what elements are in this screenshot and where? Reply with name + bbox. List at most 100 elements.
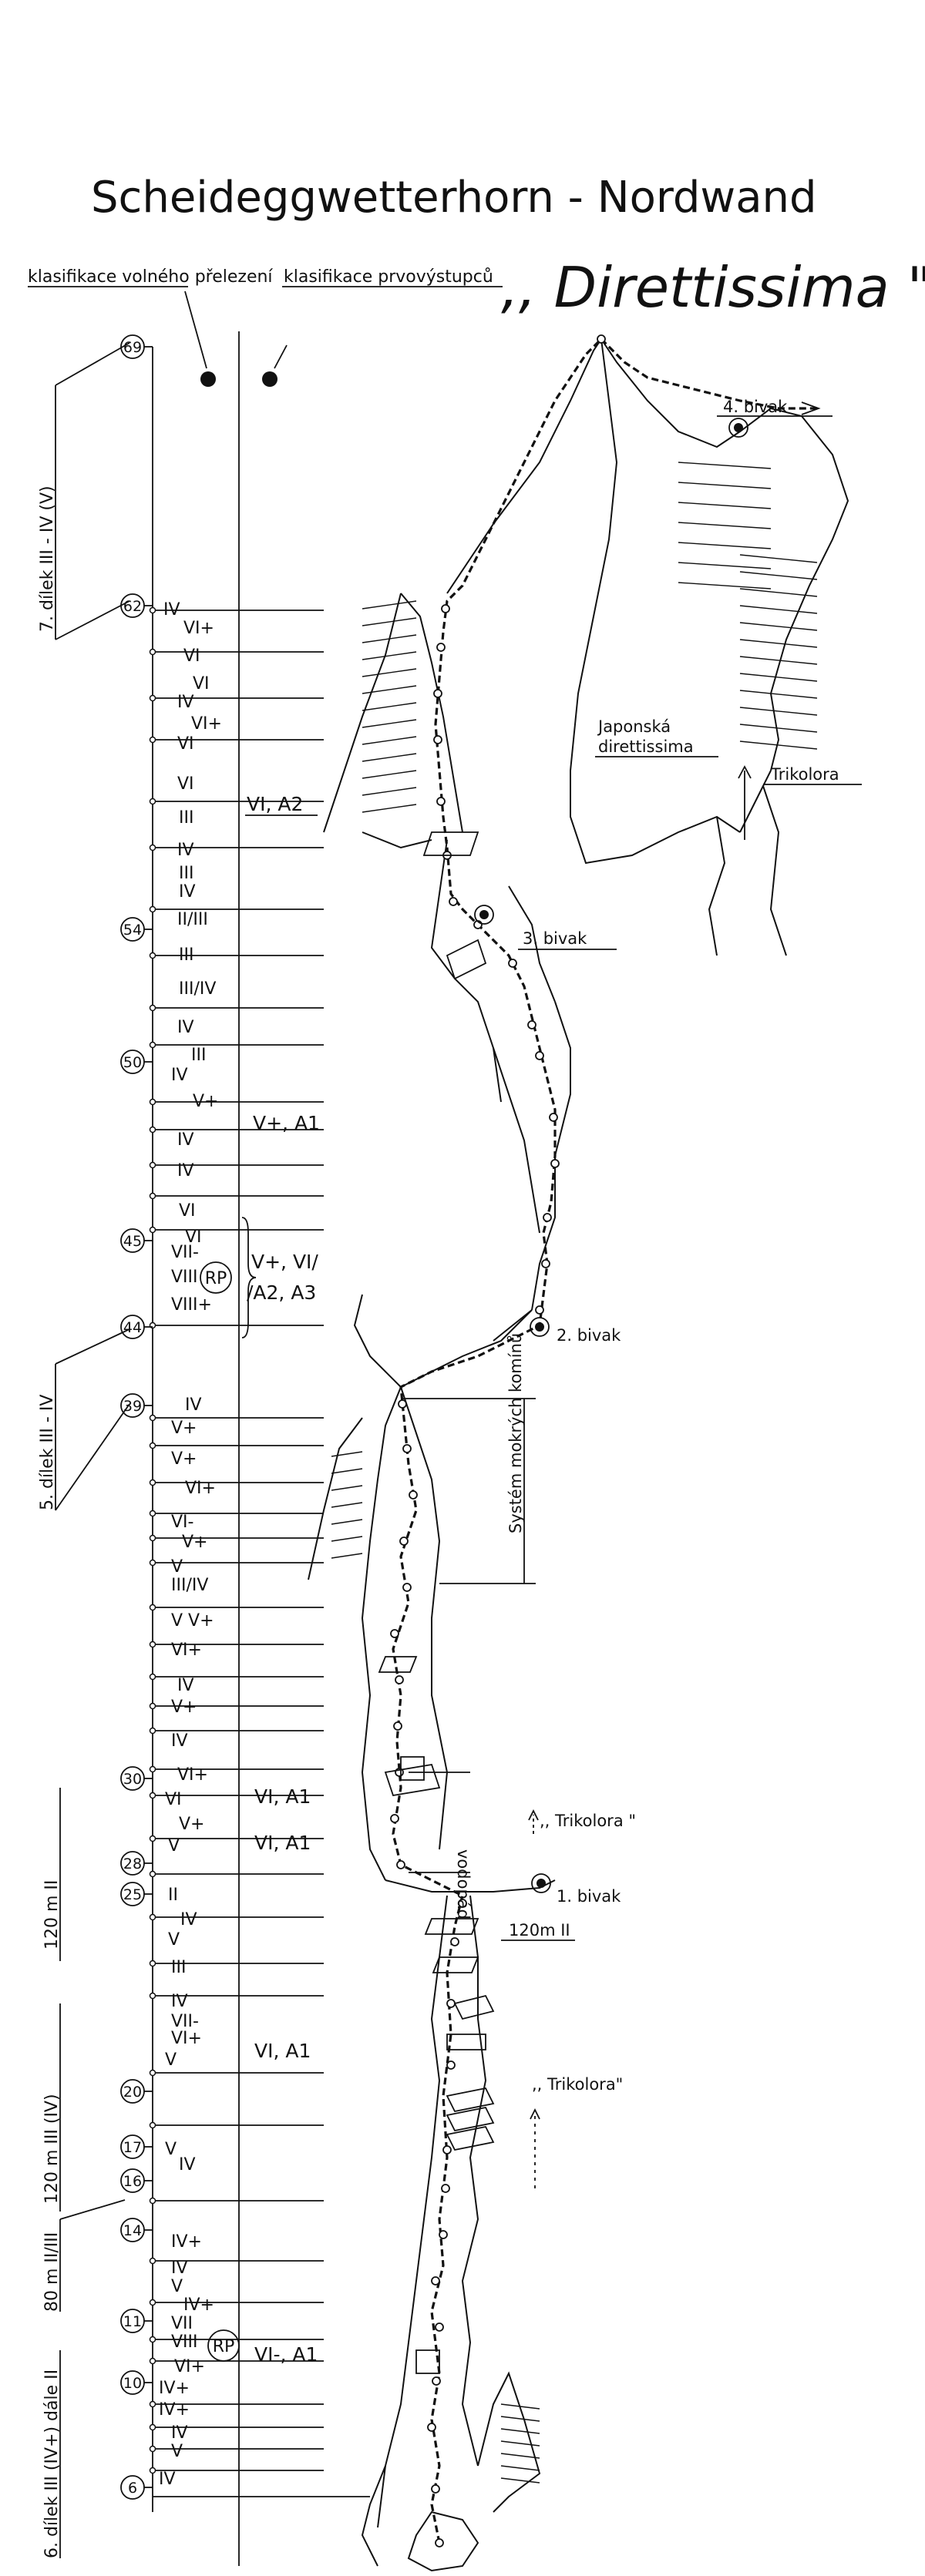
free-grade: IV+: [159, 2379, 190, 2398]
pitch-marker-number: 17: [123, 2139, 142, 2156]
belay-station: [436, 643, 446, 652]
hatch-line: [678, 462, 772, 469]
hatch-line: [331, 1485, 363, 1491]
free-grade: VI+: [183, 619, 214, 638]
free-grade: IV: [171, 1066, 188, 1085]
free-climbing-dot: [200, 371, 216, 387]
rock-hatching: [331, 462, 818, 2484]
free-grade: IV+: [159, 2400, 190, 2420]
free-grade: III: [191, 1046, 206, 1065]
hatch-line: [500, 2477, 540, 2484]
legend-free-climbing-label: klasifikace volného přelezení: [28, 267, 273, 287]
bivak-1-label: 1. bivak: [557, 1887, 621, 1906]
pitch-marker-circle: [120, 2134, 145, 2159]
hatch-line: [331, 1468, 363, 1474]
belay-station: [441, 604, 450, 613]
belay-station: [390, 1629, 399, 1638]
belay-station: [597, 334, 606, 344]
grade-row-node: [149, 1870, 156, 1878]
pitch-marker-circle: [120, 2168, 145, 2193]
free-grade: VI+: [171, 2029, 202, 2048]
grade-row-node: [149, 1559, 156, 1567]
pitch-marker: 6: [120, 2475, 153, 2500]
free-grade: VI: [165, 1790, 182, 1809]
grade-row-node: [149, 694, 156, 702]
grade-row-node: [149, 2257, 156, 2265]
grade-row-node: [149, 1604, 156, 1611]
free-grade: VII-: [171, 1243, 199, 1262]
hatch-line: [331, 1451, 363, 1457]
rp-label: RP: [213, 2337, 235, 2356]
grade-row-node: [149, 2423, 156, 2431]
free-grade: VI: [179, 1201, 196, 1221]
pitch-marker: 10: [120, 2370, 153, 2395]
free-grade: VIII: [171, 2333, 198, 2352]
hatch-line: [362, 685, 417, 694]
free-grade: VI: [177, 774, 194, 794]
free-grade: III: [179, 808, 193, 828]
hatch-line: [331, 1502, 363, 1508]
pitch-marker: 54: [120, 917, 153, 942]
pitch-marker-number: 44: [123, 1319, 142, 1336]
grade-row-node: [149, 1004, 156, 1012]
grade-row-node: [149, 2299, 156, 2306]
grade-row-node: [149, 1226, 156, 1234]
free-grade: IV: [180, 1910, 197, 1929]
grade-row-node: [149, 1479, 156, 1486]
free-grade: III: [179, 864, 193, 883]
bivak-icon: [530, 1317, 550, 1337]
grade-row-node: [149, 2445, 156, 2453]
belay-station: [390, 1814, 399, 1823]
belay-station: [541, 1259, 550, 1268]
hatch-line: [500, 2403, 540, 2410]
hatch-line: [362, 736, 417, 745]
hatch-line: [362, 600, 417, 610]
trikolora-mid-label: ,, Trikolora ": [540, 1812, 636, 1830]
free-grade: IV: [177, 1676, 194, 1695]
side-section-label: 120 m III (IV): [42, 2094, 62, 2204]
free-grade: V+: [171, 1419, 197, 1438]
hatch-line: [331, 1553, 363, 1559]
grade-row-node: [149, 1792, 156, 1799]
free-grade: IV: [179, 2155, 196, 2175]
belay-station: [398, 1399, 407, 1409]
grade-row-node: [149, 1702, 156, 1710]
pitch-marker: 39: [120, 1393, 153, 1418]
pitch-marker-number: 14: [123, 2222, 142, 2239]
trikolora-low-label: ,, Trikolora": [532, 2075, 623, 2094]
grade-row-node: [149, 1673, 156, 1681]
pitch-marker-number: 16: [123, 2173, 142, 2190]
rp-label: RP: [205, 1269, 227, 1288]
pitch-marker-circle: [120, 917, 145, 942]
len-120m-label: 120m II: [509, 1921, 570, 1940]
pitch-marker: 30: [120, 1766, 153, 1791]
grade-row-node: [149, 1126, 156, 1134]
free-grade: V: [168, 1930, 180, 1950]
pitch-marker: 50: [120, 1050, 153, 1074]
grade-row-node: [149, 1641, 156, 1648]
free-grade: III/IV: [179, 979, 216, 999]
pitch-marker-circle: [120, 334, 145, 359]
belay-station: [535, 1305, 544, 1315]
title: Scheideggwetterhorn - Nordwand: [91, 173, 817, 223]
japonska-label: Japonská: [597, 717, 671, 736]
free-grade: III: [179, 945, 193, 965]
grade-row-node: [149, 1041, 156, 1049]
belay-station: [395, 1675, 404, 1684]
free-grade: V: [165, 2140, 177, 2159]
belay-station: [446, 2060, 456, 2070]
pitch-marker-number: 45: [123, 1233, 142, 1250]
rp-mark: RP: [207, 2329, 240, 2362]
hatch-line: [678, 502, 772, 509]
hatch-line: [362, 634, 417, 643]
pitch-marker: 62: [120, 593, 153, 618]
free-grade: VI: [177, 734, 194, 754]
belay-station: [442, 2145, 452, 2155]
belay-station: [399, 1537, 409, 1546]
bivak-icon: [474, 905, 494, 925]
aid-grade: V+, A1: [253, 1112, 320, 1134]
free-grade: V+: [171, 1698, 197, 1717]
grade-row-node: [149, 1835, 156, 1842]
